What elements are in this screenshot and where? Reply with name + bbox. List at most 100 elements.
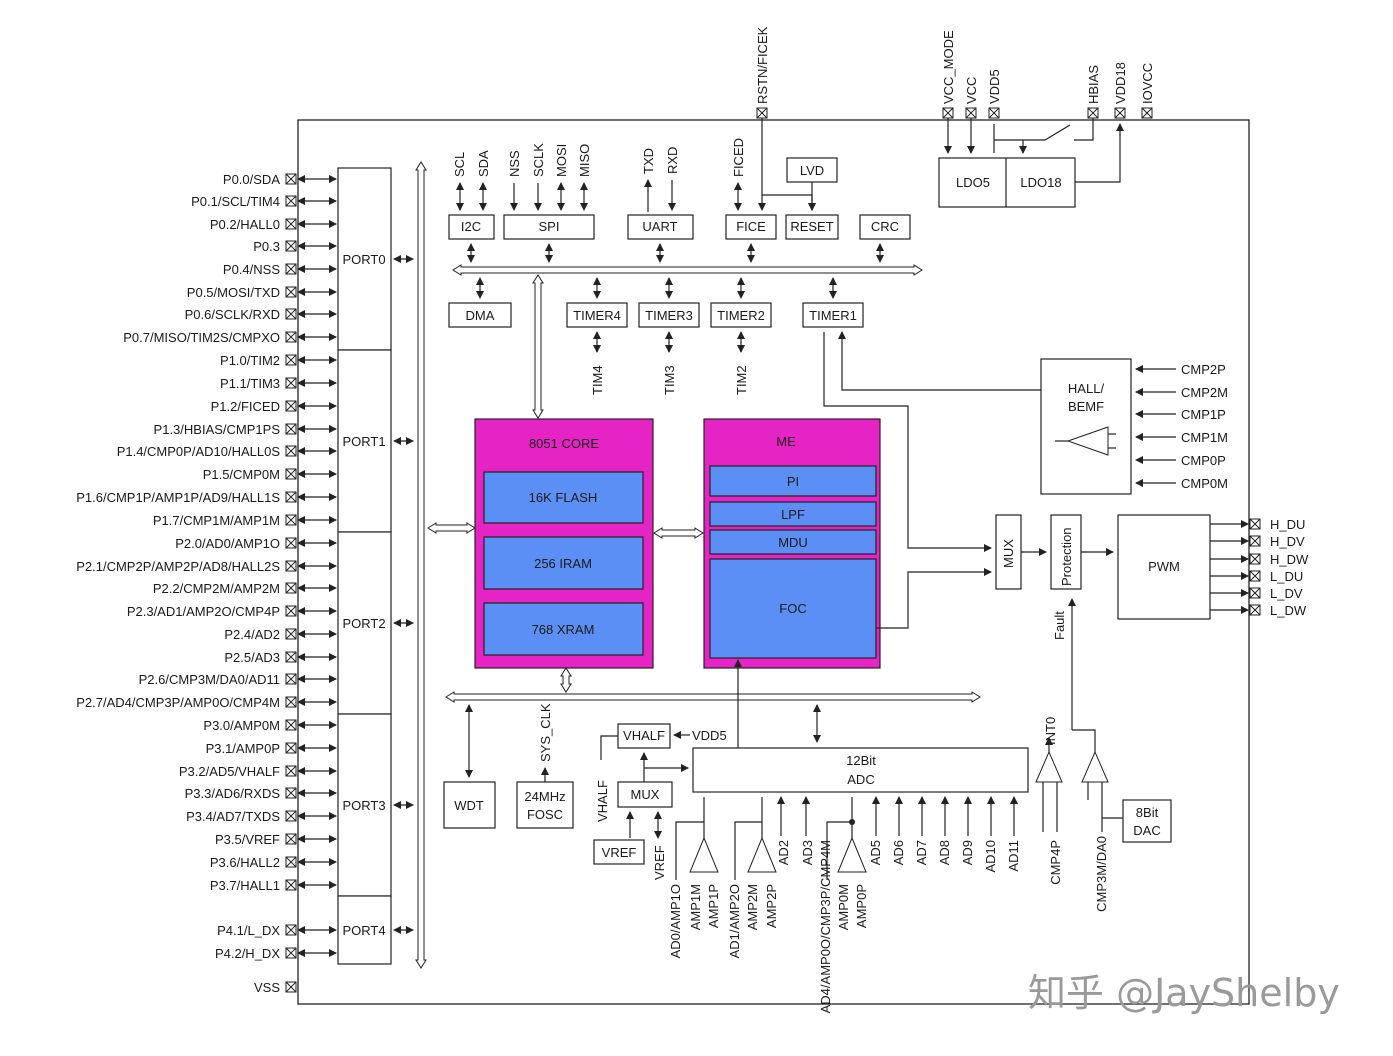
pin-terminal-icon	[285, 308, 297, 320]
crc-block: CRC	[859, 214, 911, 240]
left-pin-label: P3.5/VREF	[215, 832, 280, 847]
svg-text:FICE: FICE	[736, 219, 766, 234]
left-pin-label: P2.0/AD0/AMP1O	[175, 536, 280, 551]
left-pin-label: P0.4/NSS	[223, 262, 280, 277]
uart-block: UART	[627, 214, 694, 240]
pwm-output-label: H_DW	[1270, 552, 1309, 567]
mdu-label: MDU	[778, 535, 808, 550]
motor-engine-block: ME PI LPF MDU FOC	[703, 418, 881, 669]
left-pin-label: P3.3/AD6/RXDS	[185, 786, 281, 801]
left-pin-label: P2.4/AD2	[224, 627, 280, 642]
pwm-output-label: L_DW	[1270, 603, 1307, 618]
bottom-pin-label: AMP2M	[745, 884, 760, 930]
left-pin-label: P1.3/HBIAS/CMP1PS	[154, 422, 281, 437]
left-pin-label: P0.0/SDA	[223, 172, 280, 187]
hall-label-line1: HALL/	[1068, 381, 1105, 396]
hall-label-line2: BEMF	[1068, 399, 1104, 414]
svg-text:WDT: WDT	[454, 798, 484, 813]
lvd-block: LVD	[786, 157, 838, 183]
svg-text:DMA: DMA	[466, 308, 495, 323]
adc-mux-block: MUX VREF	[617, 752, 689, 880]
pin-terminal-icon	[285, 742, 297, 754]
left-pin-label: P4.2/H_DX	[215, 946, 280, 961]
peripheral-signal-arrows	[456, 118, 816, 212]
fosc-block: 24MHz FOSC SYS_CLK	[516, 703, 574, 829]
ldo-blocks: LDO5 LDO18	[938, 118, 1124, 208]
vhalf-vdd5-label: VDD5	[692, 728, 727, 743]
adc-block: 12Bit ADC	[692, 747, 1029, 793]
pin-terminal-icon	[285, 628, 297, 640]
svg-text:I2C: I2C	[461, 219, 481, 234]
miso-label: MISO	[577, 144, 592, 177]
pin-terminal-icon	[1249, 535, 1261, 547]
pin-terminal-icon	[285, 696, 297, 708]
pin-terminal-icon	[285, 651, 297, 663]
left-pin-label: P3.0/AMP0M	[203, 718, 280, 733]
core-to-me-link	[653, 527, 704, 539]
pwm-output-label: L_DV	[1270, 586, 1303, 601]
pin-terminal-icon	[285, 879, 297, 891]
left-pin-label: P0.5/MOSI/TXD	[187, 285, 280, 300]
svg-text:VREF: VREF	[602, 845, 637, 860]
left-pin-label: P3.4/AD7/TXDS	[186, 809, 280, 824]
pin-terminal-icon	[942, 107, 954, 119]
top-pin-label: VCC_MODE	[941, 30, 956, 104]
pin-terminal-icon	[285, 514, 297, 526]
dac-block: 8Bit DAC	[1122, 799, 1172, 843]
foc-block	[709, 558, 877, 659]
svg-text:12Bit: 12Bit	[846, 753, 876, 768]
foc-label: FOC	[779, 601, 806, 616]
hall-input-label: CMP0P	[1181, 453, 1226, 468]
left-pin-label: P0.7/MISO/TIM2S/CMPXO	[123, 330, 280, 345]
scl-label: SCL	[452, 152, 467, 177]
svg-text:TIMER1: TIMER1	[809, 308, 857, 323]
left-pin-label: P2.1/CMP2P/AMP2P/AD8/HALL2S	[76, 559, 280, 574]
left-pin-label: P2.7/AD4/CMP3P/AMP0O/CMP4M	[76, 695, 280, 710]
left-pin-label: P1.1/TIM3	[220, 376, 280, 391]
bottom-pin-label: AD5	[868, 840, 883, 865]
pi-block	[709, 465, 877, 497]
pin-terminal-icon	[285, 240, 297, 252]
peripheral-bus-top	[452, 264, 923, 276]
pin-terminal-icon	[285, 765, 297, 777]
pin-terminal-icon	[285, 673, 297, 685]
port-label: PORT2	[342, 616, 385, 631]
motor-mux-label: MUX	[1001, 539, 1016, 568]
sda-label: SDA	[476, 150, 491, 177]
ldo18-label: LDO18	[1020, 175, 1061, 190]
hall-input-label: CMP2M	[1181, 385, 1228, 400]
lpf-block	[709, 501, 877, 527]
pin-terminal-icon	[1249, 587, 1261, 599]
svg-text:VHALF: VHALF	[623, 728, 665, 743]
adc-input-arrows	[777, 796, 1018, 836]
pin-terminal-icon	[285, 468, 297, 480]
svg-text:SPI: SPI	[539, 219, 560, 234]
pin-terminal-icon	[285, 810, 297, 822]
top-pin-label: HBIAS	[1086, 65, 1101, 104]
lpf-label: LPF	[781, 507, 805, 522]
pin-terminal-icon	[285, 981, 297, 993]
txd-label: TXD	[641, 148, 656, 174]
left-pin-label: P2.6/CMP3M/DA0/AD11	[139, 672, 280, 687]
bottom-pin-label: AMP1P	[706, 884, 721, 928]
pi-label: PI	[787, 474, 799, 489]
mosi-label: MOSI	[554, 144, 569, 177]
pin-terminal-icon	[285, 537, 297, 549]
mdu-block	[709, 529, 877, 555]
top-pin-label: RSTN/FICEK	[755, 26, 770, 104]
vref-pin-label: VREF	[652, 845, 667, 880]
pin-terminal-icon	[285, 400, 297, 412]
bottom-pin-label: AD10	[983, 840, 998, 873]
left-pin-label: P2.2/CMP2M/AMP2M	[153, 581, 280, 596]
left-pin-label: P3.7/HALL1	[210, 878, 280, 893]
ldo5-label: LDO5	[956, 175, 990, 190]
left-pin-label: VSS	[254, 980, 280, 995]
xram-block	[483, 602, 644, 656]
vref-block: VREF	[593, 839, 645, 865]
hall-input-label: CMP1P	[1181, 407, 1226, 422]
pin-terminal-icon	[285, 263, 297, 275]
bottom-pin-label: AD3	[800, 840, 815, 865]
